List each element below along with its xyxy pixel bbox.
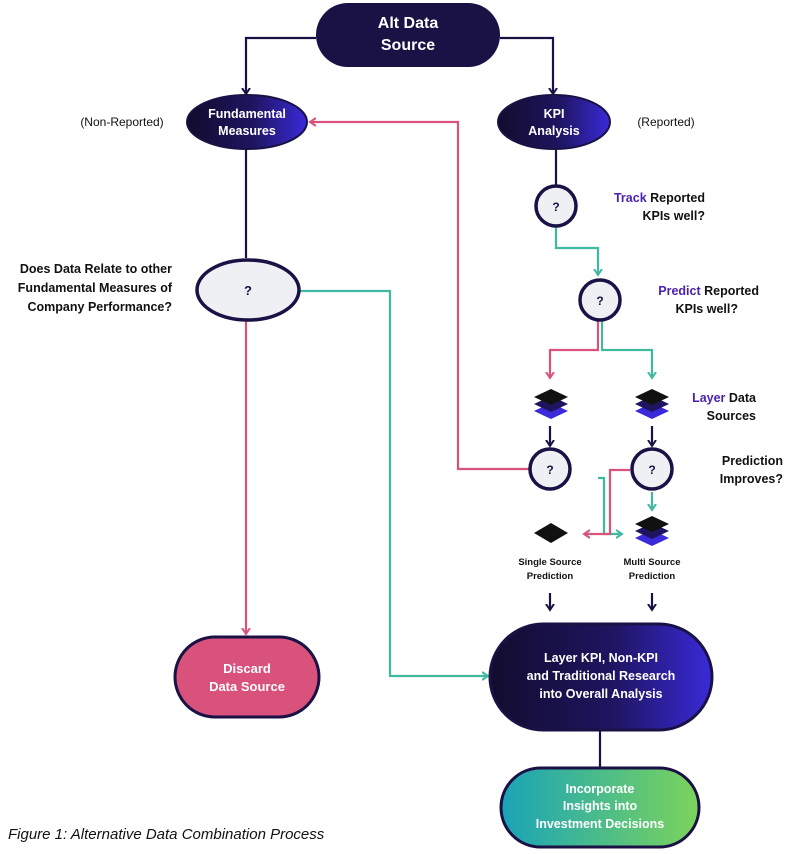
connector-track-to-predict [554,226,598,275]
relate-question-line3: Company Performance? [28,300,172,314]
discard-line1: Discard [223,661,271,676]
track-rest: Reported [647,191,705,205]
prediction-improves-line2: Improves? [720,472,783,486]
layer-rest: Data [725,391,757,405]
kpi-analysis-line2: Analysis [528,124,579,138]
overall-analysis-node: Layer KPI, Non-KPI and Traditional Resea… [488,622,714,732]
figure-caption: Figure 1: Alternative Data Combination P… [8,826,325,843]
multi-layer-stack-icon [635,389,669,419]
alt-data-source-line1: Alt Data [378,15,439,32]
track-line2: KPIs well? [642,209,705,223]
connector-alt-to-kpi [500,36,553,94]
predict-label: Predict Reported KPIs well? [658,284,759,316]
track-label: Track Reported KPIs well? [614,191,705,223]
multi-source-label: Multi Source Prediction [623,557,680,582]
left-improves-decision-node: ? [528,447,572,491]
relate-decision-node: ? [195,258,301,322]
multi-source-line1: Multi Source [623,557,680,568]
multi-source-stack-icon [635,516,669,546]
connector-right-decision-to-single [584,468,630,534]
predict-rest: Reported [701,284,759,298]
fundamental-measures-line2: Measures [218,124,276,138]
single-source-line1: Single Source [518,557,581,568]
alt-data-source-node: Alt Data Source [316,3,500,67]
connector-alt-to-fundamental [246,36,316,94]
overall-analysis-line3: into Overall Analysis [539,687,662,701]
fundamental-measures-line1: Fundamental [208,107,286,121]
multi-source-line2: Prediction [629,571,676,582]
connector-predict-to-single-layer [550,320,600,378]
layer-accent: Layer [692,391,725,405]
right-improves-decision-node: ? [630,447,674,491]
left-improves-mark: ? [546,463,553,477]
relate-decision-mark: ? [244,283,252,298]
prediction-improves-label: Prediction Improves? [720,454,783,486]
fundamental-measures-node: Fundamental Measures [186,94,308,150]
svg-text:Track Reported: Track Reported [614,191,705,205]
right-improves-mark: ? [648,463,655,477]
overall-analysis-line1: Layer KPI, Non-KPI [544,651,658,665]
connector-question-to-analysis [300,289,488,676]
kpi-analysis-line1: KPI [544,107,565,121]
connector-left-decision-to-multi [598,476,622,534]
predict-decision-node: ? [578,278,622,322]
incorporate-line2: Insights into [563,799,638,813]
track-accent: Track [614,191,647,205]
layer-label: Layer Data Sources [692,391,757,423]
svg-text:Predict Reported: Predict Reported [658,284,759,298]
single-layer-stack-icon [534,389,568,419]
incorporate-insights-node: Incorporate Insights into Investment Dec… [499,766,701,849]
kpi-analysis-node: KPI Analysis [497,94,611,150]
relate-question-line1: Does Data Relate to other [20,262,172,276]
discard-data-source-node: Discard Data Source [173,635,321,719]
predict-line2: KPIs well? [675,302,738,316]
connector-decision-loop-to-fundamental [310,122,530,471]
alt-data-source-line2: Source [381,37,435,54]
reported-label: (Reported) [637,115,694,129]
discard-line2: Data Source [209,679,285,694]
single-source-label: Single Source Prediction [518,557,581,582]
prediction-improves-line1: Prediction [722,454,783,468]
predict-decision-mark: ? [596,294,603,308]
incorporate-line3: Investment Decisions [536,817,665,831]
connector-predict-to-multi-layer [600,320,652,378]
relate-question-line2: Fundamental Measures of [18,281,173,295]
predict-accent: Predict [658,284,701,298]
single-source-diamond-icon [534,523,568,543]
overall-analysis-line2: and Traditional Research [527,669,676,683]
track-decision-node: ? [534,184,578,228]
track-decision-mark: ? [552,200,559,214]
non-reported-label: (Non-Reported) [80,115,163,129]
layer-line2: Sources [707,409,756,423]
relate-question-label: Does Data Relate to other Fundamental Me… [18,262,173,314]
svg-text:Layer Data: Layer Data [692,391,757,405]
incorporate-line1: Incorporate [566,782,635,796]
single-source-line2: Prediction [527,571,574,582]
